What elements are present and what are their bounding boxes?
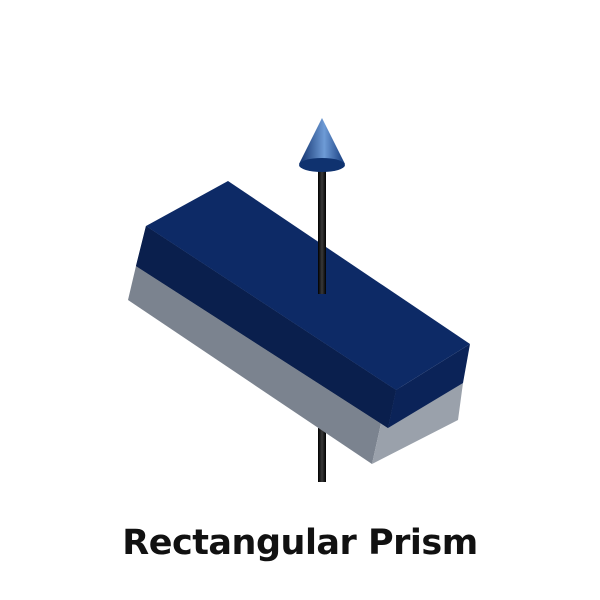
axis-rod-lower xyxy=(318,428,326,482)
arrow-up-icon xyxy=(299,118,345,172)
prism-lower-front-face xyxy=(128,266,388,464)
prism-end-face xyxy=(388,344,470,428)
prism-front-face-fill xyxy=(136,226,396,428)
axis-rod-upper xyxy=(318,168,326,294)
figure-caption: Rectangular Prism xyxy=(122,523,478,563)
prism-top-face xyxy=(146,181,470,390)
